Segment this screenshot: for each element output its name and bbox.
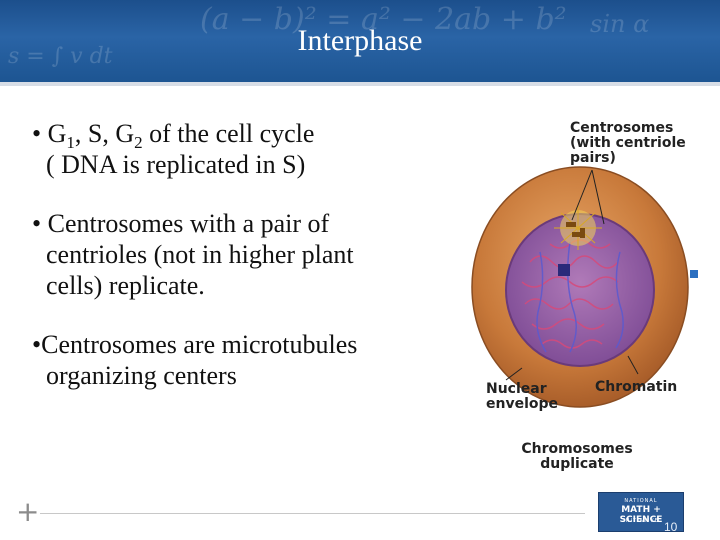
centrosome-pair-icon [554,206,602,250]
bullet-1-line-1: • G1, S, G2 of the cell cycle [32,118,452,153]
decorative-square [690,270,698,278]
caption-line-2: duplicate [540,456,614,472]
label-nuclear-line-2: envelope [486,396,559,412]
label-nuclear-envelope: Nuclear envelope [486,382,558,412]
bullet-2-line-2: centrioles (not in higher plant [46,240,354,269]
bullet-cell-cycle: • G1, S, G2 of the cell cycle ( DNA is r… [32,118,452,180]
bullet-1-text-b: , S, G [74,119,135,148]
page-number: 10 [664,520,678,534]
caption-chromosomes-duplicate: Chromosomes duplicate [502,442,652,472]
label-pointer-lines [505,169,639,381]
title-bar: (a − b)² = a² − 2ab + b² sin α s = ∫ v d… [0,0,720,82]
interphase-cell-figure: Centrosomes (with centriole pairs) Nucle… [470,112,720,482]
label-centrosomes-line-1: Centrosomes [570,120,674,136]
logo-line-2: MATH + SCIENCE [619,505,663,525]
header-decor-sine: sin α [590,10,650,38]
title-separator [0,82,720,86]
nucleolus [558,264,570,276]
bullet-3-line-2: organizing centers [46,361,237,390]
label-chromatin: Chromatin [595,379,678,395]
chromatin-strands [521,239,624,353]
footer-line [40,513,585,514]
bullet-1-text-a: • G [32,119,67,148]
bullet-centrosomes-replicate: • Centrosomes with a pair of centrioles … [32,208,452,301]
bullet-list: • G1, S, G2 of the cell cycle ( DNA is r… [32,118,452,419]
bullet-microtubule-centers: •Centrosomes are microtubules organizing… [32,329,452,391]
bullet-1-line-2: ( DNA is replicated in S) [46,150,306,179]
bullet-2-line-1: • Centrosomes with a pair of [32,209,330,238]
bullet-3-line-1: •Centrosomes are microtubules [32,330,358,359]
plus-icon: + [16,495,40,528]
label-centrosomes: Centrosomes (with centriole pairs) [570,121,686,166]
cell-illustration [471,166,689,408]
label-centrosomes-line-2: (with centriole [570,135,686,151]
label-centrosomes-line-3: pairs) [570,150,616,166]
label-nuclear-line-1: Nuclear [486,381,547,397]
subscript-2: 2 [134,133,143,153]
header-decor-integral: s = ∫ v dt [8,44,113,69]
logo-line-3: INITIATIVE [623,518,659,524]
slide-title: Interphase [297,24,423,57]
caption-line-1: Chromosomes [521,441,633,457]
logo-line-1: NATIONAL [624,498,658,504]
bullet-2-line-3: cells) replicate. [46,271,205,300]
nmsi-logo: NATIONAL MATH + SCIENCE INITIATIVE [598,492,684,532]
header-decor-equation: (a − b)² = a² − 2ab + b² [200,2,567,37]
bullet-1-text-c: of the cell cycle [142,119,315,148]
subscript-1: 1 [66,133,75,153]
